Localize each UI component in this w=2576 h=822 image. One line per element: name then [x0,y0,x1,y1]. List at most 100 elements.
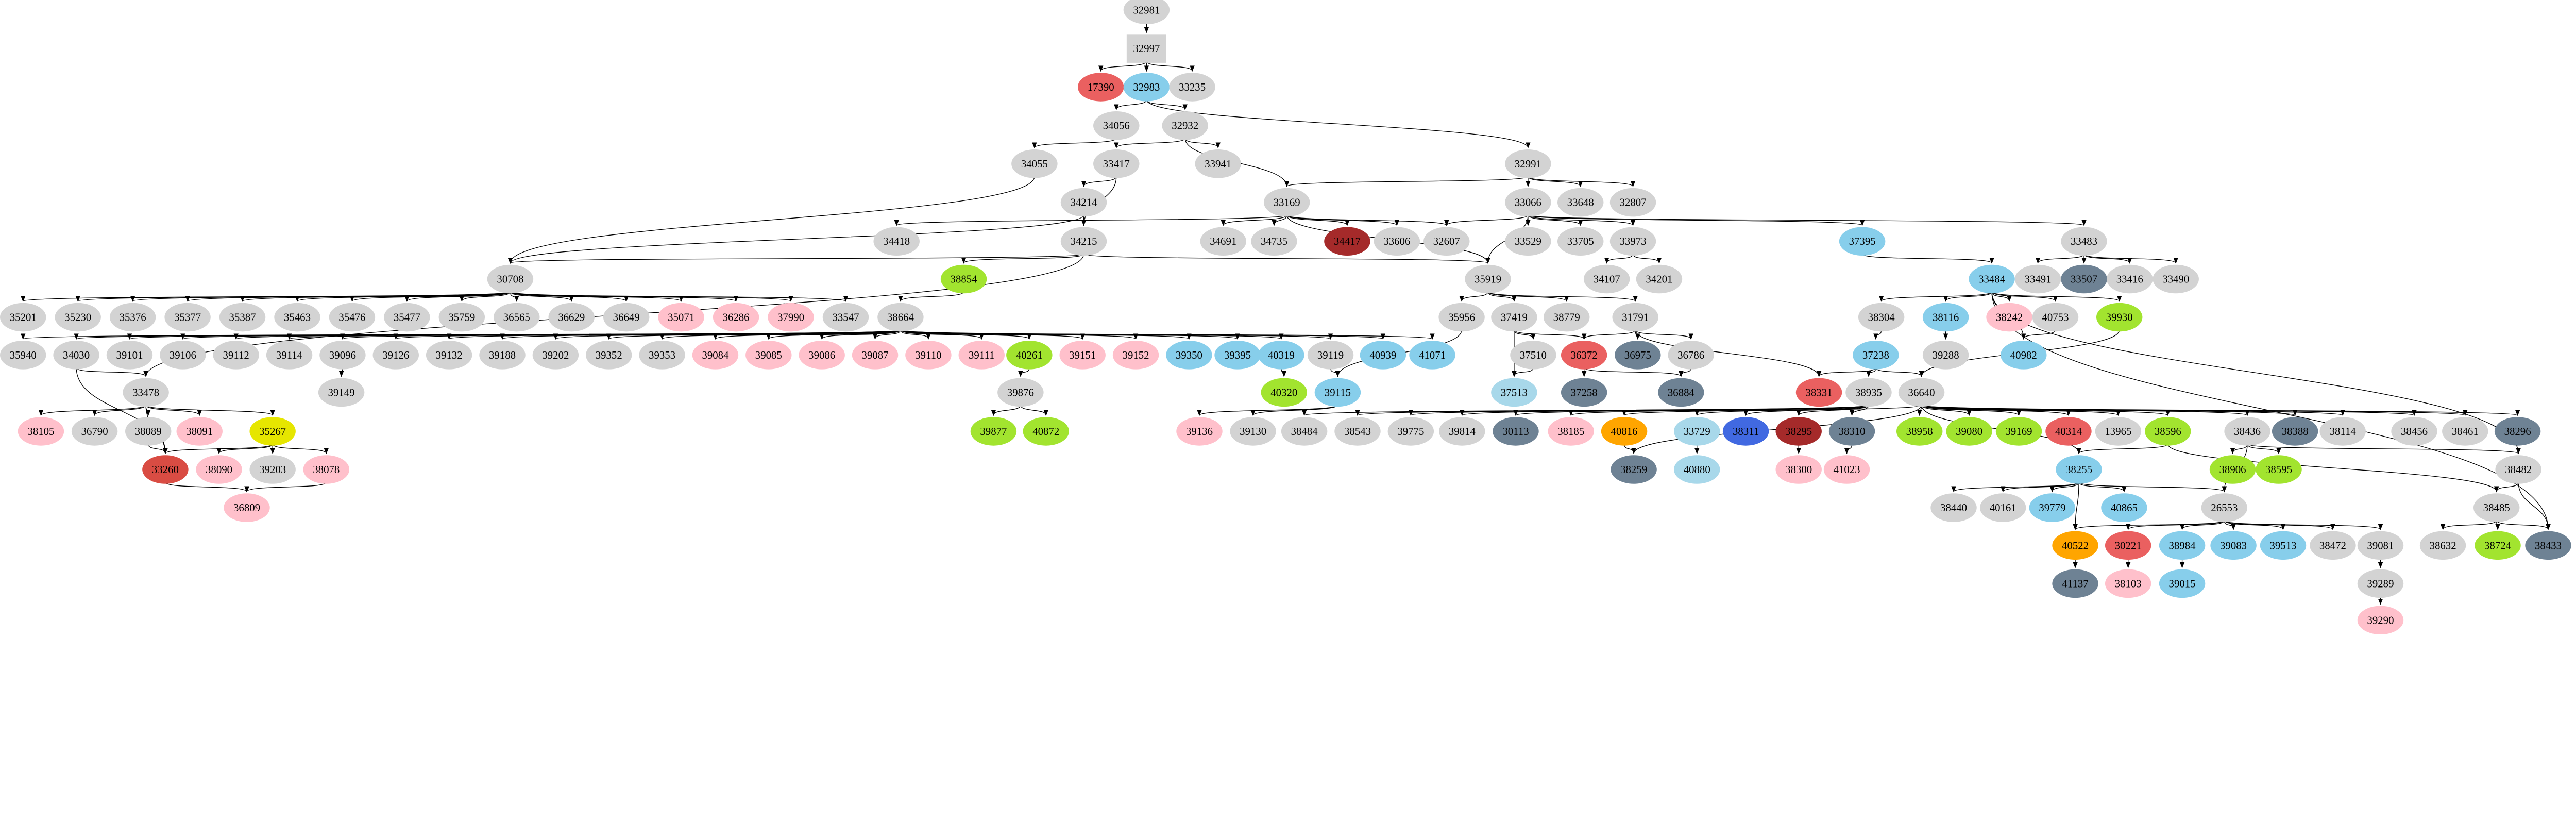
node-37510[interactable]: 37510 [1510,341,1556,370]
node-shape-37419[interactable] [1491,303,1537,332]
node-shape-38485[interactable] [2473,493,2520,522]
node-36790[interactable]: 36790 [71,417,118,446]
node-shape-38724[interactable] [2475,531,2521,560]
node-shape-33973[interactable] [1609,227,1656,256]
node-33529[interactable]: 33529 [1505,227,1551,256]
node-34030[interactable]: 34030 [53,341,99,370]
node-39876[interactable]: 39876 [997,378,1044,407]
node-37258[interactable]: 37258 [1561,378,1607,407]
node-shape-37258[interactable] [1561,378,1607,407]
node-shape-33483[interactable] [2061,227,2107,256]
node-40319[interactable]: 40319 [1258,341,1304,370]
node-shape-39152[interactable] [1112,341,1159,370]
node-38311[interactable]: 38311 [1722,417,1769,446]
node-shape-39081[interactable] [2357,531,2404,560]
node-shape-26553[interactable] [2201,493,2248,522]
node-32807[interactable]: 32807 [1609,188,1656,217]
node-shape-38295[interactable] [1775,417,1822,446]
node-32983[interactable]: 32983 [1123,73,1170,102]
node-shape-39015[interactable] [2159,569,2206,598]
node-39188[interactable]: 39188 [479,341,526,370]
node-38456[interactable]: 38456 [2391,417,2437,446]
node-39101[interactable]: 39101 [106,341,153,370]
node-shape-40753[interactable] [2032,303,2079,332]
node-shape-39112[interactable] [213,341,259,370]
node-32991[interactable]: 32991 [1505,149,1551,178]
node-shape-40320[interactable] [1261,378,1308,407]
node-shape-38779[interactable] [1543,303,1590,332]
node-shape-38433[interactable] [2525,531,2571,560]
node-shape-34056[interactable] [1093,111,1140,140]
node-39352[interactable]: 39352 [585,341,632,370]
node-41023[interactable]: 41023 [1823,455,1870,484]
node-39395[interactable]: 39395 [1214,341,1261,370]
node-35376[interactable]: 35376 [109,303,156,332]
node-39084[interactable]: 39084 [692,341,739,370]
node-shape-35956[interactable] [1438,303,1485,332]
node-shape-33416[interactable] [2107,264,2153,294]
node-shape-38310[interactable] [1828,417,1875,446]
node-33490[interactable]: 33490 [2153,264,2199,294]
node-shape-38664[interactable] [877,303,924,332]
node-shape-36809[interactable] [224,493,270,522]
node-39015[interactable]: 39015 [2159,569,2206,598]
node-38310[interactable]: 38310 [1828,417,1875,446]
node-38906[interactable]: 38906 [2209,455,2256,484]
node-shape-40872[interactable] [1023,417,1069,446]
node-shape-38091[interactable] [176,417,223,446]
node-shape-39096[interactable] [319,341,366,370]
node-33648[interactable]: 33648 [1557,188,1604,217]
node-shape-38242[interactable] [1986,303,2032,332]
node-32607[interactable]: 32607 [1423,227,1470,256]
node-shape-38255[interactable] [2056,455,2102,484]
node-shape-36975[interactable] [1615,341,1661,370]
node-38958[interactable]: 38958 [1896,417,1943,446]
node-36786[interactable]: 36786 [1668,341,1714,370]
node-33478[interactable]: 33478 [123,378,169,407]
node-shape-41071[interactable] [1409,341,1455,370]
node-shape-33547[interactable] [822,303,869,332]
node-shape-33169[interactable] [1263,188,1310,217]
node-38304[interactable]: 38304 [1858,303,1905,332]
node-33417[interactable]: 33417 [1093,149,1140,178]
node-shape-40319[interactable] [1258,341,1304,370]
node-shape-38984[interactable] [2159,531,2206,560]
node-34201[interactable]: 34201 [1636,264,1683,294]
node-36629[interactable]: 36629 [548,303,595,332]
node-39930[interactable]: 39930 [2096,303,2143,332]
node-shape-41137[interactable] [2052,569,2098,598]
node-33729[interactable]: 33729 [1673,417,1720,446]
node-shape-38456[interactable] [2391,417,2437,446]
node-33973[interactable]: 33973 [1609,227,1656,256]
node-39151[interactable]: 39151 [1059,341,1106,370]
node-shape-38595[interactable] [2256,455,2302,484]
node-shape-35387[interactable] [219,303,266,332]
node-34214[interactable]: 34214 [1060,188,1107,217]
node-39288[interactable]: 39288 [1922,341,1969,370]
node-30708[interactable]: 30708 [487,264,534,294]
node-33547[interactable]: 33547 [822,303,869,332]
node-shape-39877[interactable] [970,417,1017,446]
node-shape-39149[interactable] [318,378,365,407]
node-shape-35201[interactable] [0,303,46,332]
node-shape-38854[interactable] [940,264,987,294]
node-39096[interactable]: 39096 [319,341,366,370]
node-shape-32932[interactable] [1162,111,1208,140]
node-shape-32997[interactable] [1126,34,1166,63]
node-shape-39132[interactable] [426,341,472,370]
node-shape-39080[interactable] [1946,417,1992,446]
node-shape-38935[interactable] [1845,378,1892,407]
node-40872[interactable]: 40872 [1023,417,1069,446]
node-shape-38090[interactable] [196,455,242,484]
node-39083[interactable]: 39083 [2210,531,2257,560]
node-35201[interactable]: 35201 [0,303,46,332]
node-shape-39169[interactable] [1995,417,2042,446]
node-shape-32991[interactable] [1505,149,1551,178]
node-34418[interactable]: 34418 [873,227,920,256]
node-shape-39203[interactable] [249,455,296,484]
node-39203[interactable]: 39203 [249,455,296,484]
node-shape-35376[interactable] [109,303,156,332]
node-33507[interactable]: 33507 [2061,264,2107,294]
node-shape-39352[interactable] [585,341,632,370]
node-36565[interactable]: 36565 [494,303,540,332]
